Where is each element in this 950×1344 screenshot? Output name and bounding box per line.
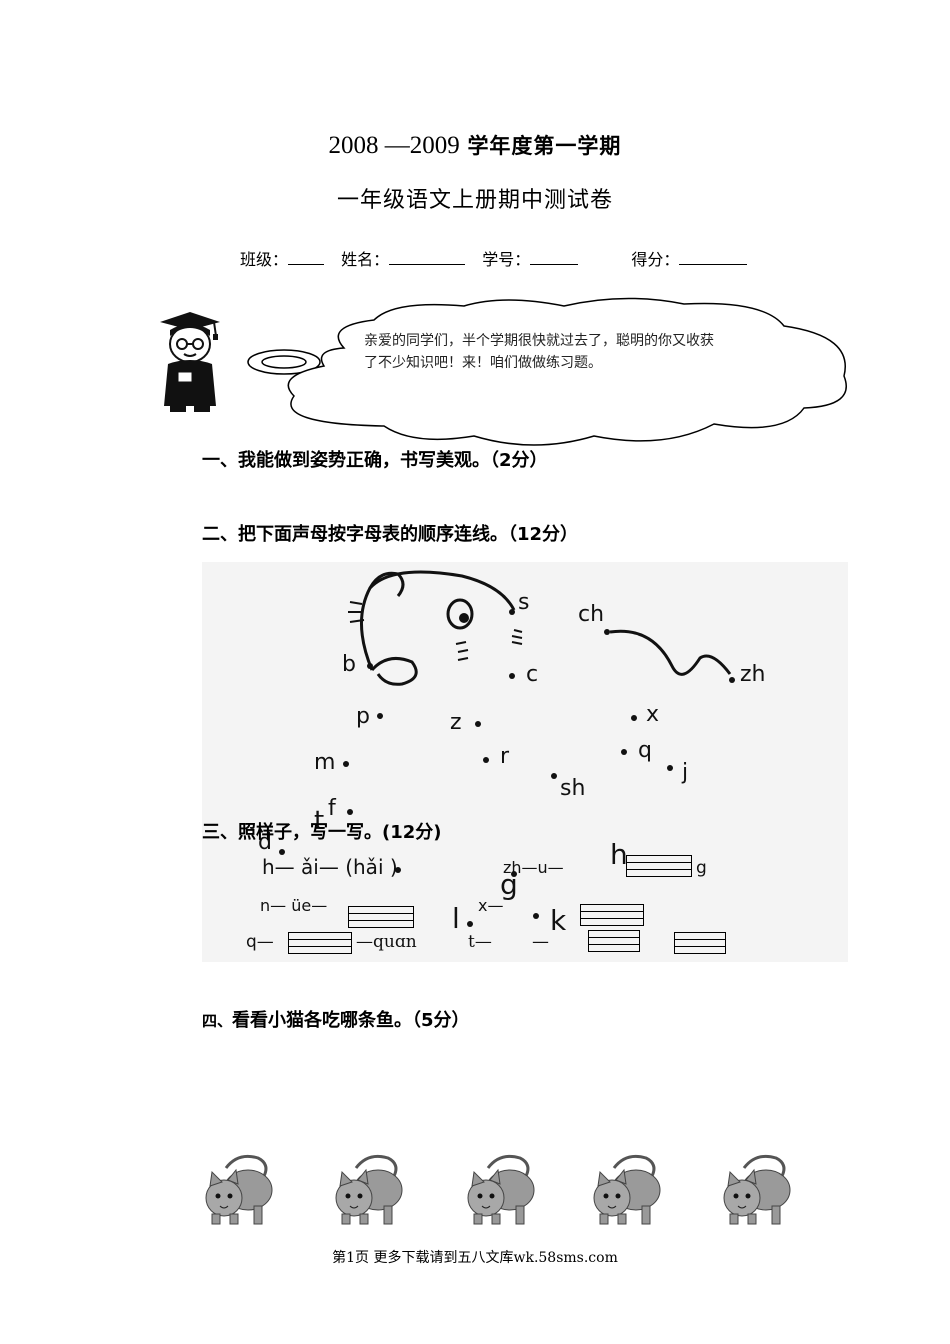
letter-z: z	[450, 710, 462, 735]
student-graduate-illustration	[160, 312, 220, 412]
letter-d: d	[258, 830, 272, 855]
letter-q: q	[638, 738, 652, 763]
cat-illustration-5	[723, 1154, 791, 1225]
section-4-heading: 四、看看小猫各吃哪条鱼。（5分）	[202, 1006, 470, 1032]
number-label: 学号：	[482, 250, 531, 269]
letter-b: b	[342, 652, 356, 677]
cat-illustration-2	[335, 1154, 403, 1225]
row2-left-prompt: n— üe—	[260, 896, 328, 915]
answer-box-6[interactable]	[674, 932, 726, 954]
letter-ch: ch	[578, 602, 605, 627]
answer-box-5[interactable]	[588, 930, 640, 952]
row1-end-letter: g	[696, 858, 707, 878]
cat-illustration-3	[467, 1154, 535, 1225]
letter-m: m	[314, 750, 336, 775]
section-3-heading: 三、照样子，写一写。(12分)	[202, 822, 442, 843]
row3-mid-syllable: —quɑn	[356, 932, 417, 952]
row1-mid-prompt: zh—u—	[503, 858, 564, 877]
score-blank[interactable]	[679, 250, 748, 265]
letter-h: h	[610, 838, 628, 871]
year-range: 2008 —2009	[328, 132, 460, 159]
answer-box-4[interactable]	[288, 932, 352, 954]
speech-cloud	[247, 297, 847, 446]
section-2-heading: 二、把下面声母按字母表的顺序连线。（12分）	[202, 524, 579, 545]
letter-k: k	[550, 904, 567, 937]
name-label: 姓名：	[341, 250, 390, 269]
student-info-row: 班级： 姓名： 学号： 得分：	[240, 246, 759, 270]
letter-s: s	[518, 590, 530, 615]
letter-zh: zh	[740, 662, 766, 687]
number-blank[interactable]	[530, 250, 579, 265]
dots-outline	[279, 570, 735, 927]
letter-sh: sh	[560, 776, 586, 801]
letter-l: l	[452, 902, 460, 935]
name-blank[interactable]	[389, 250, 466, 265]
row3-dash: —	[532, 932, 549, 952]
page-footer: 第1页 更多下载请到五八文库wk.58sms.com	[332, 1250, 618, 1266]
speech-bubble-text: 亲爱的同学们，半个学期很快就过去了，聪明的你又收获了不少知识吧！来！咱们做做练习…	[364, 333, 714, 371]
cat-illustration-4	[593, 1154, 661, 1225]
section-1-heading: 一、我能做到姿势正确，书写美观。（2分）	[202, 450, 548, 471]
example-syllable: h— ǎi— (hǎi )	[262, 855, 398, 879]
class-label: 班级：	[240, 250, 289, 269]
section-4-text: 看看小猫各吃哪条鱼。（5分）	[232, 1010, 470, 1031]
letter-g: g	[500, 868, 518, 901]
row3-right-prompt: t—	[468, 932, 492, 952]
answer-box-3[interactable]	[580, 904, 644, 926]
letter-f: f	[328, 796, 336, 821]
term-label: 学年度第一学期	[467, 134, 622, 158]
exam-title: 一年级语文上册期中测试卷	[336, 188, 613, 213]
answer-box-2[interactable]	[348, 906, 414, 928]
letter-x: x	[646, 702, 660, 727]
section-4-number: 四、	[202, 1012, 233, 1030]
letter-p: p	[356, 704, 370, 729]
letter-j: j	[682, 760, 689, 785]
row3-left-prompt: q—	[246, 932, 274, 952]
letter-c: c	[526, 662, 539, 687]
row2-mid-prompt: x—	[478, 896, 504, 915]
answer-box-1[interactable]	[626, 855, 692, 877]
cat-illustration-1	[205, 1154, 273, 1225]
score-label: 得分：	[631, 250, 680, 269]
class-blank[interactable]	[288, 250, 325, 265]
letter-r: r	[500, 744, 510, 769]
letter-t: t	[314, 806, 325, 836]
exam-year-title: 2008 —2009 学年度第一学期	[0, 130, 950, 160]
connect-dots-picture: s ch b c zh p z x m r q j sh f d t h g l…	[202, 562, 848, 962]
